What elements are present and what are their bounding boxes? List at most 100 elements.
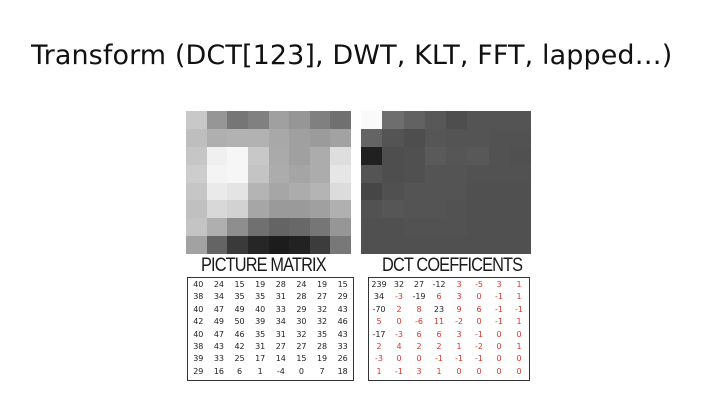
coefficient-block bbox=[488, 111, 510, 129]
matrix-cell: 38 bbox=[193, 341, 204, 351]
matrix-cell: 15 bbox=[234, 280, 245, 289]
matrix-cell: -19 bbox=[412, 292, 426, 302]
matrix-cell: 6 bbox=[237, 366, 243, 376]
coefficient-block bbox=[467, 146, 489, 165]
pixel-block bbox=[268, 182, 290, 201]
matrix-cell: 5 bbox=[376, 317, 382, 327]
matrix-cell: -1 bbox=[435, 354, 443, 364]
coefficient-block bbox=[509, 146, 531, 165]
slide-title: Transform (DCT[123], DWT, KLT, FFT, lapp… bbox=[31, 40, 673, 71]
matrix-cell: 25 bbox=[234, 354, 245, 364]
matrix-cell: 39 bbox=[255, 317, 266, 327]
pixel-block bbox=[330, 200, 351, 219]
matrix-cell: 26 bbox=[337, 354, 348, 364]
pixel-block bbox=[309, 128, 331, 147]
matrix-cell: 1 bbox=[436, 366, 442, 376]
matrix-cell: 3 bbox=[456, 329, 462, 339]
coefficient-block bbox=[446, 128, 468, 147]
coefficient-block bbox=[361, 182, 383, 201]
pixel-block bbox=[289, 236, 310, 254]
coefficient-block bbox=[424, 182, 446, 201]
matrix-cell: 35 bbox=[255, 292, 266, 302]
matrix-cell: -1 bbox=[395, 366, 403, 376]
pixel-block bbox=[289, 200, 310, 219]
pixel-block bbox=[227, 236, 248, 254]
pixel-block bbox=[268, 218, 290, 237]
pixel-block bbox=[206, 146, 228, 165]
pixel-block bbox=[206, 128, 228, 147]
matrix-cell: -12 bbox=[432, 280, 446, 289]
pixel-block bbox=[186, 146, 207, 165]
coefficient-block bbox=[509, 182, 531, 201]
matrix-cell: 3 bbox=[456, 292, 462, 302]
matrix-cell: 15 bbox=[337, 280, 348, 289]
matrix-cell: 34 bbox=[373, 292, 385, 302]
matrix-cell: 24 bbox=[296, 280, 307, 289]
matrix-cell: 35 bbox=[316, 329, 328, 339]
matrix-cell: 19 bbox=[316, 280, 328, 289]
coefficient-block bbox=[403, 111, 425, 129]
coefficient-block bbox=[361, 128, 383, 147]
pixel-block bbox=[247, 182, 269, 201]
coefficient-block bbox=[382, 146, 404, 165]
pixel-block bbox=[289, 218, 310, 237]
coefficient-block bbox=[382, 218, 404, 237]
pixel-block bbox=[309, 218, 331, 237]
coefficient-block bbox=[488, 164, 510, 183]
pixel-block bbox=[309, 111, 331, 129]
pixel-block bbox=[268, 128, 290, 147]
matrix-cell: 27 bbox=[275, 341, 286, 351]
matrix-cell: 29 bbox=[337, 292, 348, 302]
matrix-cell: 40 bbox=[193, 329, 204, 339]
matrix-cell: 27 bbox=[316, 292, 328, 302]
matrix-cell: 47 bbox=[213, 329, 225, 339]
matrix-cell: 0 bbox=[496, 366, 502, 376]
matrix-cell: 6 bbox=[436, 292, 442, 302]
coefficient-block bbox=[509, 111, 531, 129]
dct-coefficient-grid bbox=[361, 111, 531, 254]
matrix-cell: 28 bbox=[296, 292, 307, 302]
matrix-cell: -2 bbox=[475, 341, 483, 351]
coefficient-block bbox=[488, 218, 510, 237]
pixel-block bbox=[268, 164, 290, 183]
matrix-cell: 49 bbox=[213, 317, 225, 327]
coefficient-block bbox=[446, 182, 468, 201]
coefficient-block bbox=[424, 111, 446, 129]
matrix-cell: 38 bbox=[193, 292, 204, 302]
pixel-block bbox=[206, 111, 228, 129]
pixel-block bbox=[206, 182, 228, 201]
matrix-cell: -5 bbox=[475, 280, 483, 289]
matrix-cell: 32 bbox=[393, 280, 405, 289]
matrix-cell: 29 bbox=[193, 366, 204, 376]
matrix-cell: 32 bbox=[316, 317, 328, 327]
matrix-cell: -3 bbox=[375, 354, 383, 364]
coefficient-block bbox=[361, 146, 383, 165]
pixel-block bbox=[309, 182, 331, 201]
pixel-block bbox=[268, 111, 290, 129]
matrix-cell: 16 bbox=[213, 366, 225, 376]
coefficient-block bbox=[382, 111, 404, 129]
pixel-block bbox=[227, 128, 248, 147]
pixel-block bbox=[227, 164, 248, 183]
matrix-cell: 50 bbox=[234, 317, 245, 327]
pixel-block bbox=[309, 236, 331, 254]
pixel-block bbox=[309, 164, 331, 183]
matrix-cell: -1 bbox=[515, 304, 523, 314]
matrix-cell: 1 bbox=[516, 317, 522, 327]
matrix-cell: 29 bbox=[296, 304, 307, 314]
matrix-cell: 0 bbox=[516, 354, 522, 364]
coefficient-block bbox=[488, 200, 510, 219]
pixel-block bbox=[309, 146, 331, 165]
coefficient-block bbox=[446, 111, 468, 129]
pixel-block bbox=[330, 128, 351, 147]
matrix-cell: 28 bbox=[316, 341, 328, 351]
